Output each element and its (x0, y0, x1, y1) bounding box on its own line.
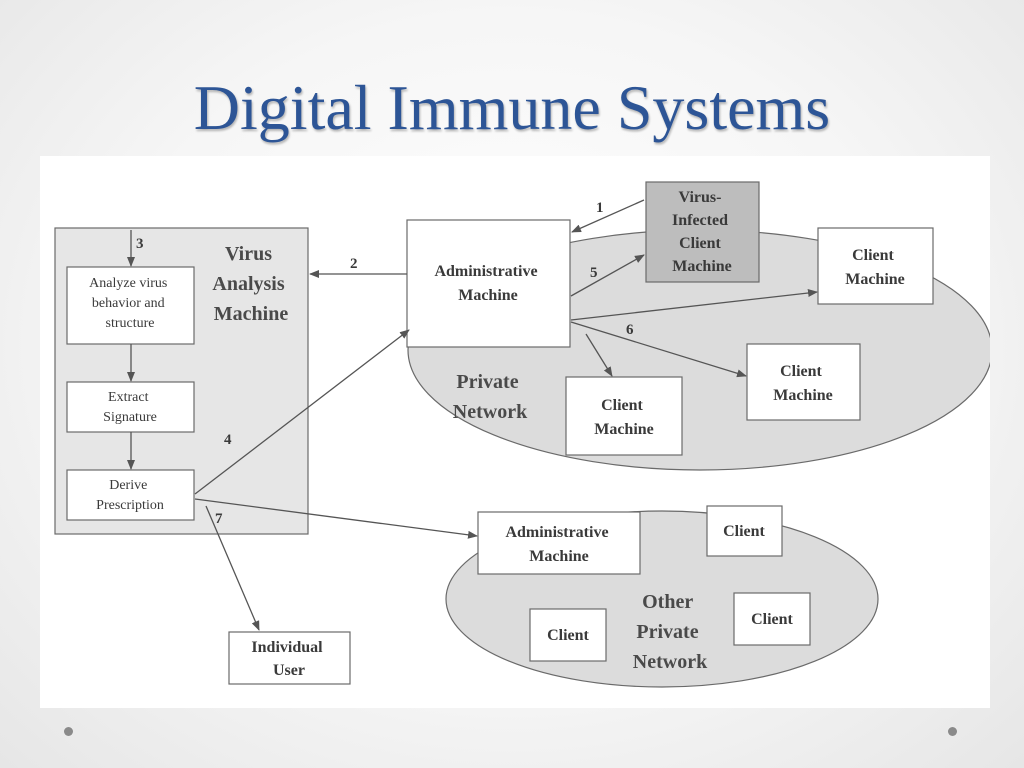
private-network-label: Private Network (453, 371, 528, 423)
slide-bullet-dot-right (948, 727, 957, 736)
other-client-left-label: Client (547, 627, 589, 644)
other-client-right-box (733, 592, 811, 646)
other-private-network-label: Other Private Network (633, 591, 708, 673)
analyze-virus-box (66, 266, 195, 345)
other-client-left-box (529, 608, 607, 662)
virus-infected-client-box (645, 181, 760, 283)
step-5-label: 5 (590, 265, 598, 281)
client-machine-right-label: Client Machine (845, 247, 905, 288)
arrow-step-7 (205, 505, 260, 631)
diagram-canvas: Virus Analysis Machine Analyze virus beh… (54, 181, 990, 688)
other-client-right-label: Client (751, 611, 793, 628)
administrative-machine-label: Administrative Machine (434, 263, 541, 304)
client-machine-mid-right-label: Client Machine (773, 363, 833, 404)
slide-bullet-dot-left (64, 727, 73, 736)
arrow-step-5 (570, 254, 645, 297)
arrow-step-1 (571, 199, 645, 233)
arrow-step-6 (570, 321, 747, 378)
virus-infected-client-label: Virus- Infected Client Machine (672, 189, 732, 275)
extract-signature-label: Extract Signature (103, 390, 157, 425)
other-client-top-label: Client (723, 523, 765, 540)
step-4-label: 4 (224, 432, 232, 448)
analyze-virus-label: Analyze virus behavior and structure (89, 276, 171, 331)
client-machine-center-box (565, 376, 683, 456)
immune-system-diagram: Virus Analysis Machine Analyze virus beh… (40, 156, 990, 708)
other-administrative-machine-box (477, 511, 641, 575)
step-6-label: 6 (626, 322, 634, 338)
slide-title: Digital Immune Systems (193, 72, 831, 143)
other-administrative-machine-label: Administrative Machine (505, 524, 612, 565)
client-machine-center-label: Client Machine (594, 397, 654, 438)
arrow-admin-to-client-right (570, 289, 818, 321)
client-machine-right-box (817, 227, 934, 305)
step-1-label: 1 (596, 200, 604, 216)
client-machine-mid-right-box (746, 343, 861, 421)
virus-analysis-machine-label: Virus Analysis Machine (212, 243, 289, 325)
extract-signature-box (66, 381, 195, 433)
individual-user-box (228, 631, 351, 685)
step-2-label: 2 (350, 256, 358, 272)
arrow-admin-to-client-center (585, 333, 613, 377)
derive-prescription-label: Derive Prescription (96, 478, 164, 513)
derive-prescription-box (66, 469, 195, 521)
arrow-derive-to-other-admin (194, 498, 478, 539)
other-client-top-box (706, 505, 783, 557)
administrative-machine-box (406, 219, 571, 348)
step-3-label: 3 (136, 236, 144, 252)
step-7-label: 7 (215, 511, 223, 527)
arrow-step-4 (194, 329, 410, 495)
individual-user-label: Individual User (251, 639, 326, 679)
